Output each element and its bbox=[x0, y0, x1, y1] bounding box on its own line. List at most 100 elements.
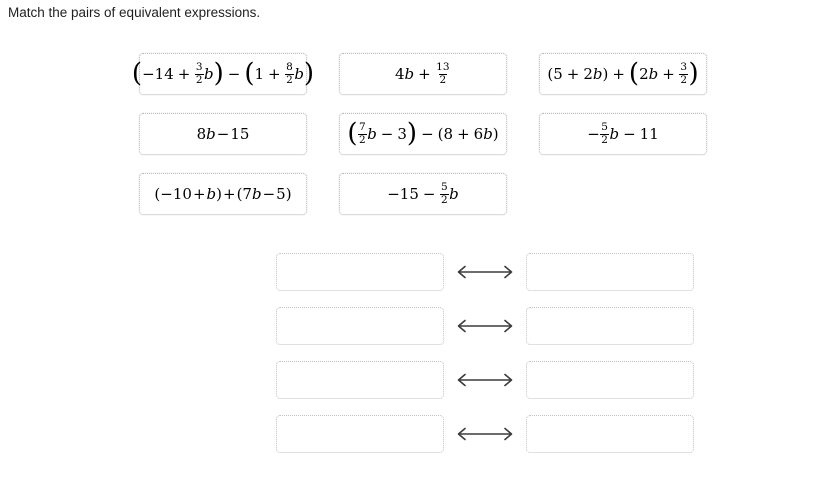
term: 15 bbox=[230, 124, 250, 143]
fraction-numerator: 7 bbox=[359, 121, 366, 134]
paren-open: ( bbox=[131, 58, 143, 89]
sign: − bbox=[587, 124, 600, 143]
paren-open: ( bbox=[236, 184, 243, 203]
page-title: Match the pairs of equivalent expression… bbox=[8, 5, 261, 20]
term: 6 bbox=[473, 124, 484, 143]
operator: + bbox=[662, 64, 675, 83]
drop-zone-left[interactable] bbox=[276, 307, 444, 345]
paren-close: ) bbox=[303, 58, 315, 89]
operator: − bbox=[216, 124, 230, 143]
variable: b bbox=[251, 184, 262, 203]
match-row bbox=[276, 307, 694, 345]
double-headed-arrow-icon bbox=[444, 318, 526, 334]
double-headed-arrow-icon bbox=[444, 264, 526, 280]
term: 11 bbox=[639, 124, 659, 143]
operator: − bbox=[421, 124, 434, 143]
paren-close: ) bbox=[285, 184, 292, 203]
variable: b bbox=[294, 64, 304, 83]
drop-zone-right[interactable] bbox=[526, 307, 694, 345]
term: 5 bbox=[276, 184, 286, 203]
term: 1 bbox=[254, 64, 265, 83]
paren-open: ( bbox=[437, 124, 444, 143]
double-headed-arrow-icon bbox=[444, 372, 526, 388]
variable: b bbox=[449, 184, 459, 203]
fraction-numerator: 3 bbox=[680, 61, 687, 74]
drop-zone-left[interactable] bbox=[276, 253, 444, 291]
fraction-denominator: 2 bbox=[679, 73, 688, 86]
drop-zone-left[interactable] bbox=[276, 415, 444, 453]
variable: b bbox=[483, 124, 493, 143]
fraction-numerator: 5 bbox=[440, 181, 448, 194]
variable: b bbox=[592, 64, 603, 83]
match-row bbox=[276, 415, 694, 453]
paren-close: ) bbox=[406, 118, 418, 149]
operator: + bbox=[268, 64, 281, 83]
fraction-numerator: 8 bbox=[286, 61, 293, 74]
drop-zone-left[interactable] bbox=[276, 361, 444, 399]
paren-open: ( bbox=[154, 184, 161, 203]
term: 4 bbox=[394, 64, 405, 83]
term: 2 bbox=[639, 64, 649, 83]
term: 8 bbox=[196, 124, 207, 143]
operator: − bbox=[227, 64, 241, 83]
operator: + bbox=[566, 64, 580, 83]
fraction-numerator: 3 bbox=[195, 61, 203, 74]
paren-close: ) bbox=[492, 124, 499, 143]
operator: − bbox=[422, 184, 436, 203]
drop-zone-right[interactable] bbox=[526, 253, 694, 291]
paren-close: ) bbox=[688, 58, 699, 89]
fraction-denominator: 2 bbox=[438, 73, 448, 86]
sign: − bbox=[387, 184, 400, 203]
variable: b bbox=[204, 64, 214, 83]
paren-open: ( bbox=[347, 118, 358, 149]
paren-close: ) bbox=[216, 184, 222, 203]
term: 7 bbox=[242, 184, 252, 203]
fraction-denominator: 2 bbox=[600, 133, 609, 146]
drop-zone-right[interactable] bbox=[526, 415, 694, 453]
variable: b bbox=[648, 64, 659, 83]
drop-zone-right[interactable] bbox=[526, 361, 694, 399]
fraction-numerator: 5 bbox=[601, 121, 608, 134]
fraction-denominator: 2 bbox=[358, 133, 367, 146]
term: 3 bbox=[397, 124, 407, 143]
operator: + bbox=[418, 64, 431, 83]
operator: + bbox=[222, 184, 236, 203]
term: 5 bbox=[553, 64, 563, 83]
match-row bbox=[276, 361, 694, 399]
fraction-denominator: 2 bbox=[194, 73, 204, 86]
paren-close: ) bbox=[602, 64, 609, 83]
term: 15 bbox=[399, 184, 419, 203]
operator: + bbox=[457, 124, 470, 143]
variable: b bbox=[206, 124, 216, 143]
term: −14 bbox=[142, 64, 174, 83]
operator: − bbox=[380, 124, 394, 143]
operator: + bbox=[612, 64, 625, 83]
paren-open: ( bbox=[244, 58, 255, 89]
double-headed-arrow-icon bbox=[444, 426, 526, 442]
matching-area bbox=[276, 253, 694, 469]
paren-open: ( bbox=[628, 58, 640, 89]
paren-open: ( bbox=[547, 64, 554, 83]
